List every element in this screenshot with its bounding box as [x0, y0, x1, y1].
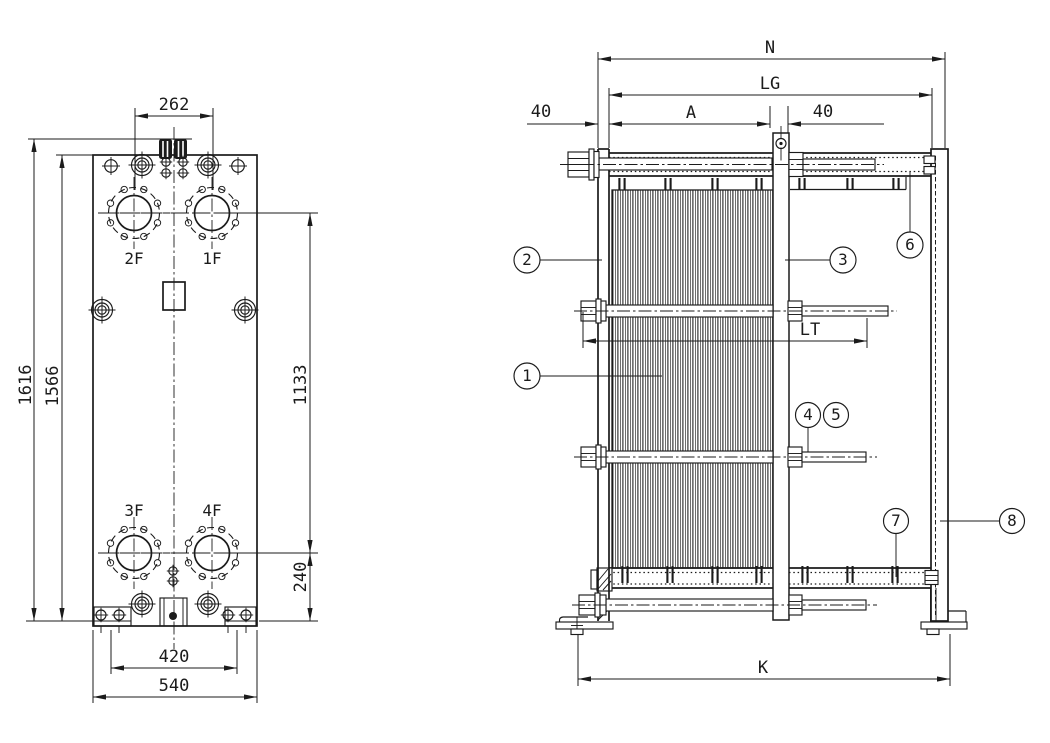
callout-number-4: 4	[803, 405, 813, 424]
pressure-plate	[772, 132, 790, 621]
callout-number-3: 3	[838, 250, 848, 269]
port-label-3f: 3F	[124, 501, 143, 520]
support-column	[930, 148, 949, 622]
feet-front	[93, 597, 257, 633]
callout-support-column: 8	[940, 507, 1026, 535]
nameplate	[162, 281, 186, 311]
dim-text-lt: LT	[800, 320, 820, 340]
ports: 2F 1F 3F 4F	[97, 176, 249, 590]
dim-overall-height: 1616	[16, 138, 192, 622]
dim-gap-right: 40	[788, 102, 884, 127]
dim-gap-left: 40	[527, 102, 598, 127]
dim-port-to-base: 240	[259, 553, 318, 622]
dim-port-spacing-horizontal: 262	[134, 95, 214, 190]
dim-port-spacing-vertical: 1133	[232, 212, 318, 554]
callout-bolt-4: 4	[794, 401, 822, 452]
plate-hanger-tabs	[618, 178, 900, 583]
callout-plate-pack: 1	[513, 362, 662, 390]
dim-text-n: N	[765, 38, 775, 58]
front-view: 2F 1F 3F 4F	[16, 95, 318, 703]
dim-text-40-left: 40	[531, 102, 551, 122]
foot-left-side	[555, 616, 614, 636]
callout-bolt-5: 5	[822, 401, 850, 429]
dim-text-1566: 1566	[43, 366, 63, 407]
dim-plate-width: 540	[92, 630, 258, 703]
side-view: N LG 40 A 40 LT	[513, 38, 1026, 686]
dim-text-a: A	[686, 103, 696, 123]
dim-foot-spacing: K	[577, 634, 951, 686]
dim-text-540: 540	[159, 676, 190, 696]
dim-text-240: 240	[291, 562, 311, 593]
callout-frame-plate: 2	[513, 246, 602, 274]
callout-carrying-bar: 6	[896, 172, 924, 259]
port-label-1f: 1F	[202, 249, 221, 268]
lifting-lugs	[159, 139, 187, 159]
callout-number-2: 2	[522, 250, 532, 269]
dim-text-lg: LG	[760, 74, 780, 94]
callout-number-7: 7	[891, 511, 901, 530]
dim-text-1133: 1133	[291, 365, 311, 406]
dim-text-40-right: 40	[813, 102, 833, 122]
dim-overall-length: N	[597, 38, 946, 148]
callout-number-6: 6	[905, 235, 915, 254]
port-label-4f: 4F	[202, 501, 221, 520]
dim-text-420: 420	[159, 647, 190, 667]
port-label-2f: 2F	[124, 249, 143, 268]
dim-plate-height: 1566	[43, 154, 95, 621]
callout-guide-bar: 7	[882, 507, 910, 577]
callouts: 1 2 3 4 5	[513, 172, 1026, 577]
dim-plate-pack-length: A	[609, 103, 789, 133]
dim-text-1616: 1616	[16, 365, 36, 406]
dim-carrying-bar-length: LG	[608, 74, 933, 148]
bolt-centerlines	[560, 126, 897, 606]
callout-number-5: 5	[831, 405, 841, 424]
callout-number-1: 1	[522, 366, 532, 385]
dim-text-262: 262	[159, 95, 190, 115]
foot-right-side	[920, 588, 968, 636]
callout-number-8: 8	[1007, 511, 1017, 530]
callout-pressure-plate: 3	[785, 246, 857, 274]
dim-tightening-bolt-length: LT	[582, 312, 868, 348]
column-attachment-bolts	[923, 155, 939, 586]
plate-pack	[611, 177, 907, 583]
dim-foot-bolt-spacing: 420	[110, 630, 238, 674]
dim-text-k: K	[758, 658, 769, 678]
